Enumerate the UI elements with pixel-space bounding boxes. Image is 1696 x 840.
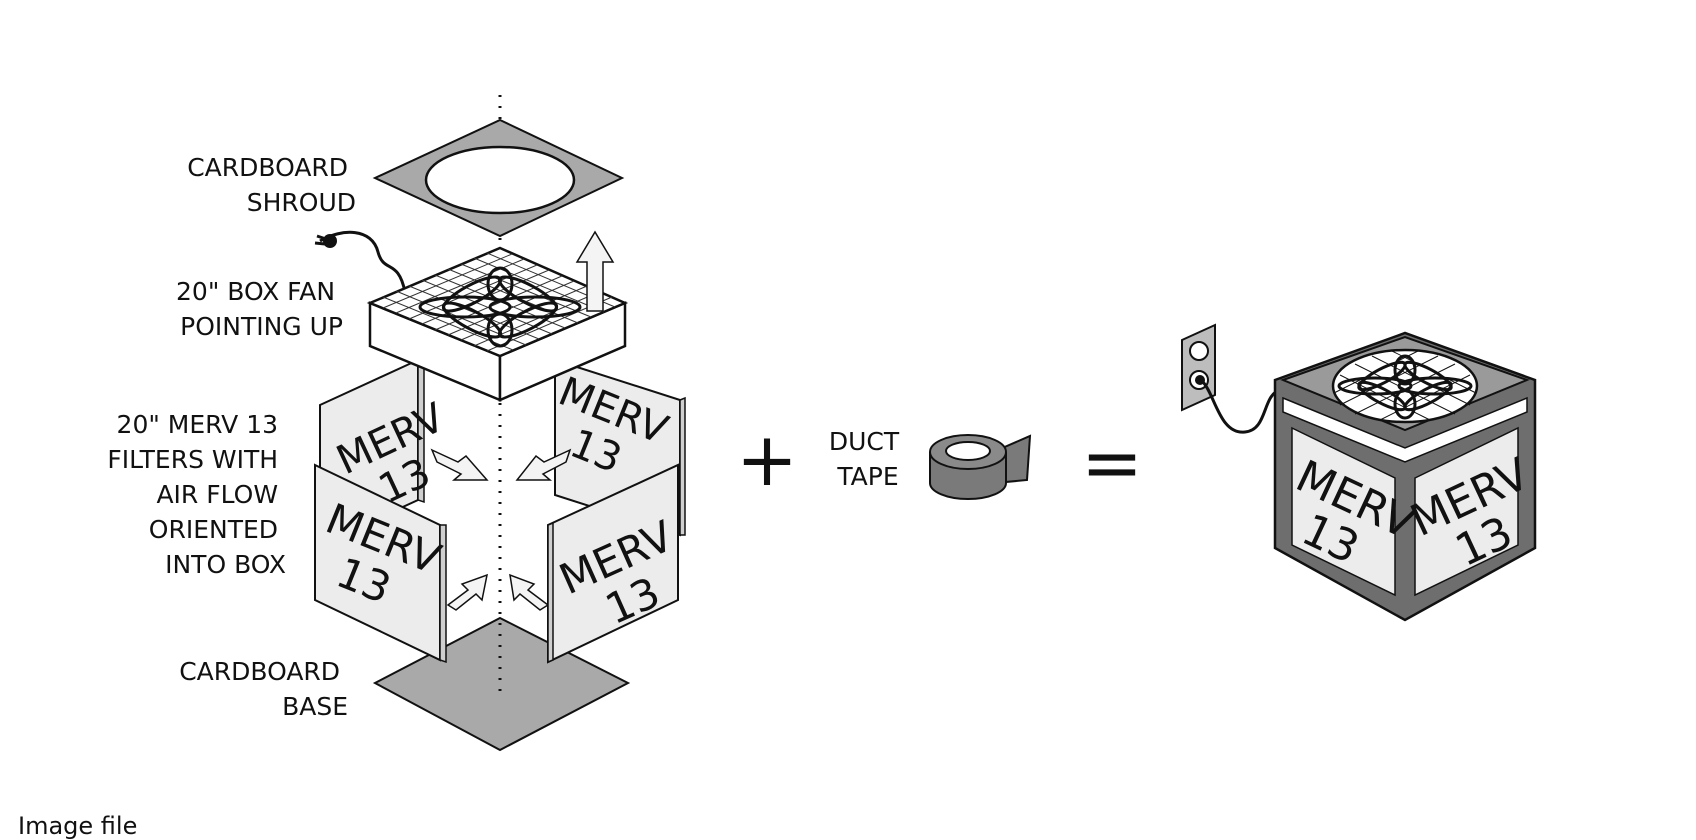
plus-sign: + [736, 417, 798, 503]
box-fan [314, 230, 629, 402]
purifier-filter-right [1414, 426, 1519, 597]
purifier-fan-icon [1331, 348, 1479, 424]
wall-outlet-icon [1181, 323, 1281, 434]
filter-front-left: MERV 13 [314, 463, 448, 664]
assembled-purifier: MERV 13 MERV 13 [1273, 331, 1537, 622]
purifier-power-cord [1201, 380, 1281, 434]
label-merv-filters: 20" MERV 13 FILTERS WITH AIR FLOW ORIENT… [107, 410, 286, 579]
label-duct-tape: DUCT TAPE [829, 427, 907, 491]
label-cardboard-shroud: CARDBOARD SHROUD [187, 153, 356, 217]
fan-blades-icon [418, 266, 582, 348]
equals-sign: = [1081, 420, 1143, 506]
fan-power-cord [319, 230, 407, 293]
plug-icon [314, 234, 337, 248]
label-cardboard-base: CARDBOARD BASE [179, 657, 348, 721]
airflow-arrow-up [575, 230, 615, 312]
image-caption: Image file [18, 812, 138, 840]
duct-tape-roll-icon [929, 434, 1032, 500]
cardboard-shroud [372, 118, 625, 238]
airflow-arrow-lower-left [446, 573, 488, 611]
airflow-arrow-upper-left [430, 448, 489, 481]
airflow-arrow-upper-right [515, 448, 572, 481]
airflow-arrow-lower-right [509, 573, 550, 611]
purifier-filter-left [1291, 426, 1396, 597]
label-box-fan: 20" BOX FAN POINTING UP [176, 277, 343, 341]
filter-front-right: MERV 13 [547, 463, 680, 664]
